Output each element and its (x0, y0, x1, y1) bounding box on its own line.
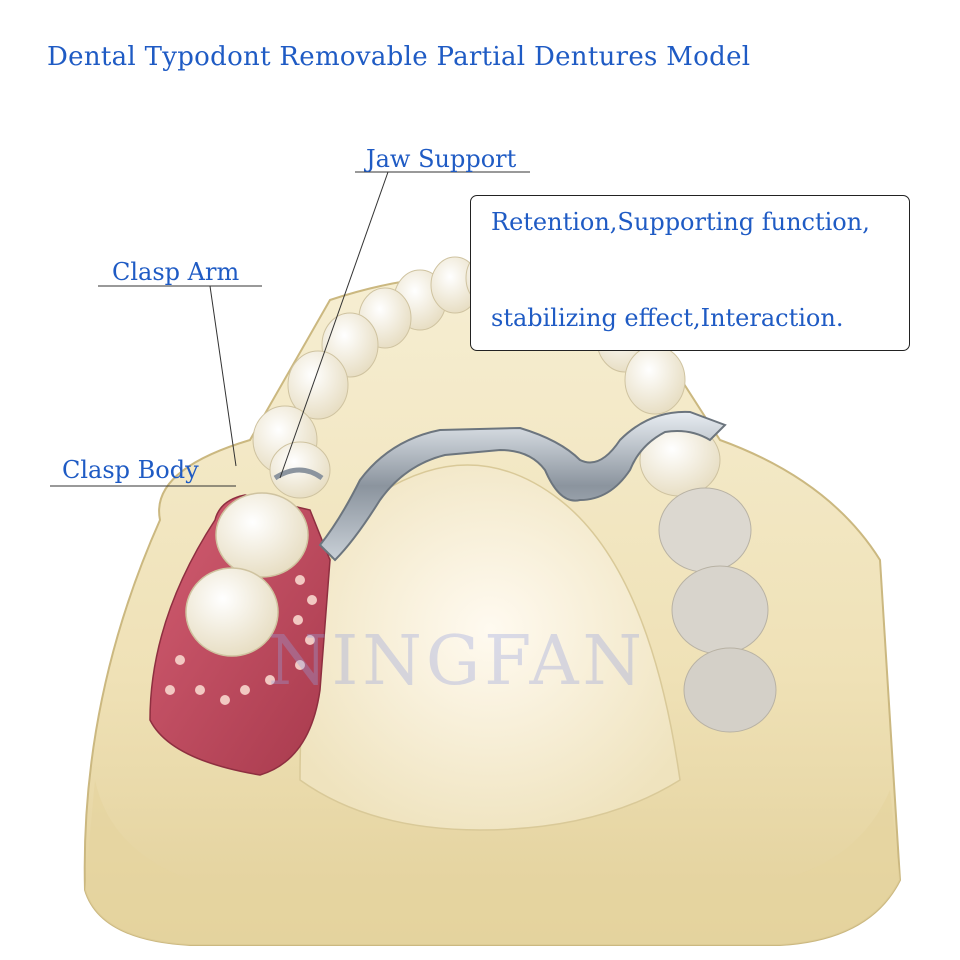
model-base-front (85, 780, 900, 945)
page-title: Dental Typodont Removable Partial Dentur… (47, 42, 751, 72)
label-clasp-arm: Clasp Arm (112, 258, 240, 286)
label-jaw-support: Jaw Support (366, 145, 517, 173)
description-line-2: stabilizing effect,Interaction. (491, 304, 844, 332)
gum-dots (165, 575, 317, 705)
denture-molar-lower (185, 567, 279, 657)
leader-lines (50, 171, 530, 487)
label-clasp-body: Clasp Body (62, 456, 199, 484)
description-line-1: Retention,Supporting function, (491, 208, 870, 236)
watermark-text: NINGFAN (268, 622, 647, 701)
description-box: Retention,Supporting function, stabilizi… (470, 195, 910, 351)
metal-framework (318, 410, 727, 562)
denture-molar-upper (215, 492, 309, 578)
clasp-ring (273, 467, 324, 481)
